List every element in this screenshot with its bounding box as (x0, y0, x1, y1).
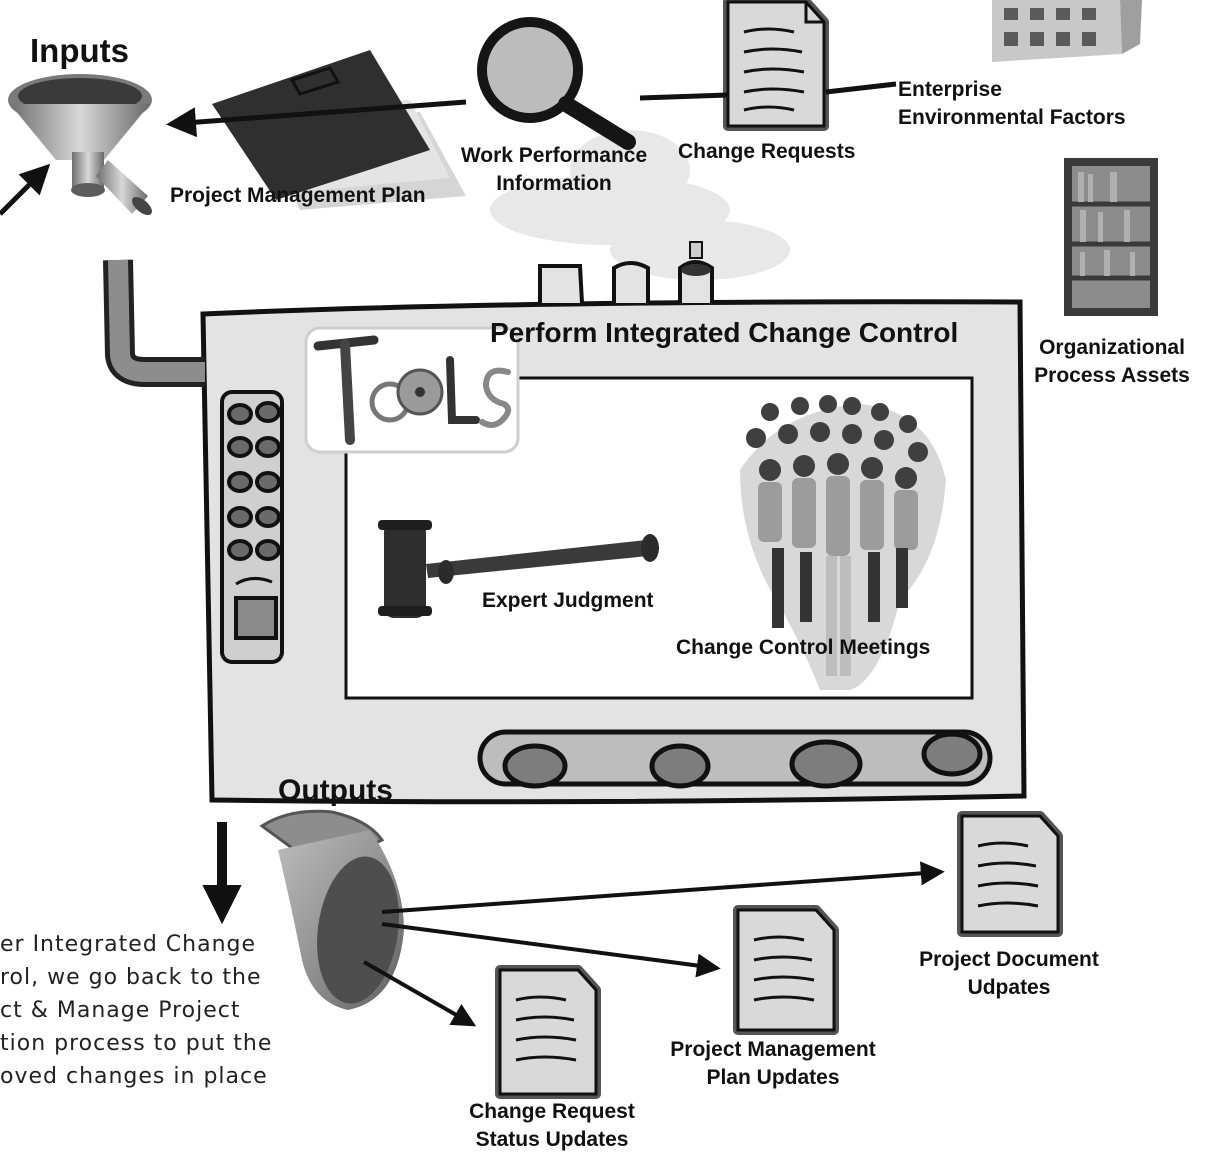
note-line: tion process to put the (0, 1031, 273, 1056)
label-line: Environmental Factors (898, 106, 1126, 129)
label-line: Enterprise (898, 78, 1002, 101)
label-line: Udpates (967, 976, 1051, 999)
input-funnel-image (8, 74, 152, 215)
explanatory-note: er Integrated Change rol, we go back to … (0, 928, 272, 1093)
input-pipe (103, 259, 205, 387)
building-image (992, 0, 1142, 62)
note-line: er Integrated Change (0, 932, 257, 957)
magnifier-image (477, 17, 636, 150)
label-change-requests: Change Requests (678, 140, 856, 163)
conveyor-belt (477, 729, 993, 789)
label-line: Work Performance (460, 144, 648, 167)
input-connectors (0, 81, 897, 216)
label-project-management-plan: Project Management Plan (170, 184, 426, 207)
process-title: Perform Integrated Change Control (490, 317, 959, 348)
label-line: Plan Updates (706, 1066, 840, 1089)
project-management-plan-updates-icon (733, 905, 839, 1035)
note-line: ct & Manage Project (0, 998, 241, 1023)
label-enterprise-environmental-factors: Enterprise Environmental Factors (898, 76, 1126, 132)
bookshelf-image (1064, 158, 1158, 316)
label-line: Project Document (919, 948, 1099, 971)
note-line: rol, we go back to the (0, 965, 262, 990)
project-document-updates-icon (957, 811, 1063, 937)
label-line: Process Assets (1034, 364, 1190, 387)
label-change-request-status-updates: Change Request Status Updates (452, 1098, 652, 1154)
label-project-management-plan-updates: Project Management Plan Updates (668, 1036, 878, 1092)
output-connectors (202, 822, 945, 1027)
label-work-performance-information: Work Performance Information (446, 142, 662, 198)
label-line: Project Management (670, 1038, 876, 1061)
label-line: Organizational (1039, 336, 1185, 359)
label-organizational-process-assets: Organizational Process Assets (1024, 334, 1200, 390)
inputs-header: Inputs (30, 32, 129, 69)
binder-image (212, 50, 466, 210)
label-change-control-meetings: Change Control Meetings (676, 636, 931, 659)
change-request-status-updates-icon (495, 965, 601, 1099)
label-project-document-updates: Project Document Udpates (904, 946, 1114, 1002)
label-line: Change Request (469, 1100, 635, 1123)
gavel-image (378, 520, 659, 618)
label-expert-judgment: Expert Judgment (482, 589, 654, 612)
note-line: oved changes in place (0, 1064, 268, 1089)
tools-logo (304, 326, 520, 454)
smoke-cloud (490, 130, 790, 280)
outputs-header: Outputs (278, 774, 393, 807)
label-line: Information (496, 172, 612, 195)
people-group-image (740, 395, 946, 690)
control-panel (220, 390, 284, 664)
change-requests-document-icon (723, 0, 829, 131)
label-line: Status Updates (475, 1128, 629, 1151)
